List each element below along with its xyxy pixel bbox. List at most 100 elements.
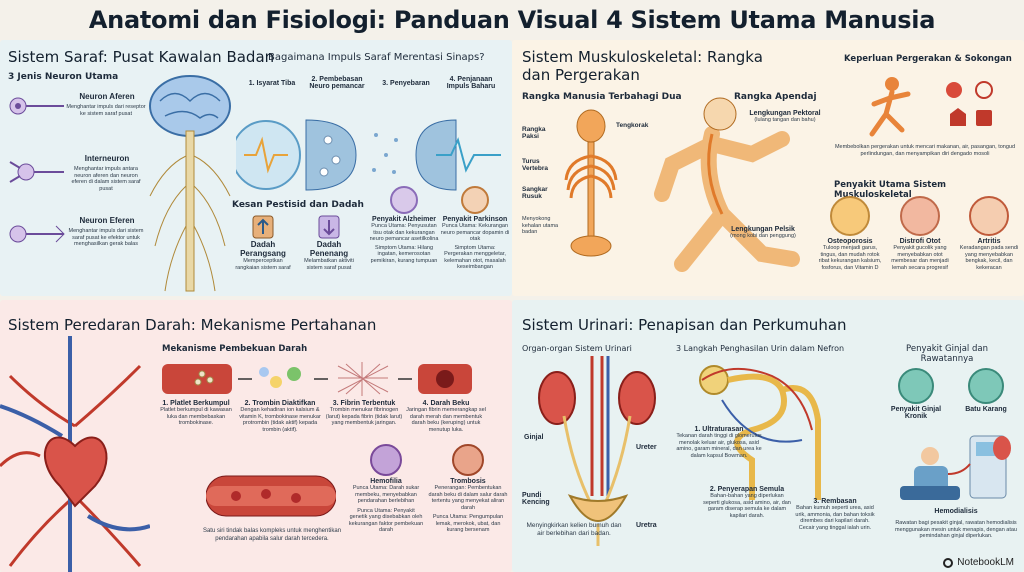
impuls-step: 1. Isyarat Tiba <box>248 80 296 87</box>
neuron-name: Neuron Eferen <box>79 216 135 225</box>
dadah-item: Dadah Perangsang Memperceptkan rangkaian… <box>232 214 294 271</box>
brain-icon <box>390 186 418 214</box>
penyakit-desc: Punca Utama: Kekurangan neuro pemancar d… <box>440 223 510 242</box>
nefron-step-desc: Bahan kumuh seperti urea, asid urik, amm… <box>795 505 875 531</box>
footer-brand: NotebookLM <box>943 557 1014 568</box>
neuron-heading: 3 Jenis Neuron Utama <box>8 72 119 82</box>
clotting-step: 3. Fibrin Terbentuk Trombin menukar fibr… <box>324 400 404 427</box>
darah-penyakit-item: Trombosis Penerangan: Pembentukan darah … <box>428 444 508 534</box>
notebooklm-logo-icon <box>943 557 954 568</box>
paksi-label: Turus Vertebra <box>522 158 549 172</box>
neuron-item: Interneuron Menghantar impuls antara neu… <box>6 154 146 216</box>
apendaj-name: Lengkungan Pektoral <box>749 110 821 117</box>
appendicular-skeleton-illustration <box>654 97 800 272</box>
brain-spinal-illustration <box>149 75 231 292</box>
muscle-icon <box>900 196 940 236</box>
musk-penyakit-item: Artritis Keradangan pada sendi yang meny… <box>956 196 1022 271</box>
darah-penyakit-cause: Punca Utama: Darah sukar membeku, menyeb… <box>352 485 420 504</box>
dadah-name: Dadah Penenang <box>309 240 349 258</box>
ginjal-heading: Penyakit Ginjal dan Rawatannya <box>906 344 988 364</box>
darah-penyakit-effect: Punca Utama: Pengumpulan lemak, merokok,… <box>432 514 504 533</box>
ginjal-item-name: Penyakit Ginjal Kronik <box>890 406 942 420</box>
ginjal-item-name: Batu Karang <box>965 406 1007 413</box>
interneuron-icon <box>9 161 64 183</box>
paksi-label: Rangka Paksi <box>522 126 546 140</box>
musk-penyakit-name: Distrofi Otot <box>899 238 941 245</box>
organ-label: Pundi Kencing <box>522 492 550 506</box>
musk-heading: Sistem Muskuloskeletal: Rangka dan Perge… <box>522 48 763 84</box>
apendaj-sub: (lulang tangan dan bahu) <box>754 117 816 123</box>
penyakit-simptom: Simptom Utama: Hilang ingatan, kemerosot… <box>370 244 438 264</box>
clotting-step-name: 2. Trombin Diaktifkan <box>244 400 316 407</box>
penyakit-desc: Punca Utama: Penyusutan tisu otak dan ke… <box>369 223 439 242</box>
darah-penyakit-item: Hemofilia Punca Utama: Darah sukar membe… <box>348 444 424 534</box>
penyakit-item: Penyakit Alzheimer Punca Utama: Penyusut… <box>368 186 440 264</box>
musk-penyakit-list: Osteoporosis Tuloop menjadi garus, tingu… <box>812 196 1024 296</box>
darah-penyakit-cause: Penerangan: Pembentukan darah beku di da… <box>428 485 508 511</box>
dadah-name: Dadah Perangsang <box>240 240 286 258</box>
musk-penyakit-heading: Penyakit Utama Sistem Muskuloskeletal <box>834 180 946 200</box>
neuron-desc: Menghantar impuls dari reseptor ke siste… <box>66 104 146 117</box>
page-title: Anatomi dan Fisiologi: Panduan Visual 4 … <box>88 6 936 34</box>
depressant-arrow-down-icon <box>318 215 340 239</box>
joint-icon <box>969 196 1009 236</box>
musk-penyakit-desc: Penyakit gucolik yang menyebabkan otot m… <box>891 245 949 271</box>
organ-desc: Menyingkirkan kelien bumuh dan air berle… <box>526 522 622 537</box>
keperluan-desc: Membebolkan pergerakan untuk mencari mak… <box>834 144 1016 157</box>
blood-vessel-illustration <box>206 475 336 517</box>
nefron-step-desc: Bahan-bahan yang diperlukan seperti gluk… <box>703 493 791 519</box>
brand-name: NotebookLM <box>957 557 1014 568</box>
clotting-steps-illustration <box>162 362 472 396</box>
saraf-panel: Sistem Saraf: Pusat Kawalan Badan 3 Jeni… <box>0 40 512 296</box>
impuls-step: 3. Penyebaran <box>382 80 430 87</box>
kidney-stone-icon <box>968 368 1004 404</box>
organ-label: Ureter <box>636 444 657 451</box>
kidney-icon <box>898 368 934 404</box>
clotting-step-name: 1. Platlet Berkumpul <box>162 400 230 407</box>
organ-label: Ginjal <box>524 434 544 441</box>
ginjal-item: Penyakit Ginjal Kronik <box>882 368 950 420</box>
hemodialisis-desc: Rawatan bagi pesakit ginjal, rawatan hem… <box>894 520 1017 539</box>
urinari-panel: Sistem Urinari: Penapisan dan Perkumuhan… <box>512 300 1024 572</box>
musk-penyakit-desc: Keradangan pada sendi yang menyebabkan b… <box>959 245 1019 271</box>
musk-penyakit-name: Artritis <box>977 238 1001 245</box>
impuls-step: 4. Penjanaan Impuls Baharu <box>446 76 496 90</box>
nephron-illustration <box>699 365 821 500</box>
rangka-heading: Rangka Manusia Terbahagi Dua <box>522 92 682 102</box>
penyakit-name: Penyakit Parkinson <box>442 216 508 223</box>
saraf-heading: Sistem Saraf: Pusat Kawalan Badan <box>8 48 275 66</box>
urinari-heading: Sistem Urinari: Penapisan dan Perkumuhan <box>522 316 847 334</box>
paksi-desc: Menyokong kehalan utama badan <box>522 216 559 235</box>
vessel-desc: Satu siri tindak balas kompleks untuk me… <box>202 528 342 542</box>
musk-penyakit-desc: Tuloop menjadi garus, tingus, dan mudah … <box>818 245 882 271</box>
ginjal-item: Batu Karang <box>952 368 1020 413</box>
darah-penyakit-effect: Punca Utama: Penyakit genetik yang diseb… <box>348 507 424 534</box>
clot-vessel-icon <box>452 444 484 476</box>
clotting-step: 2. Trombin Diaktifkan Dengan kehadiran i… <box>238 400 322 433</box>
neuron-aferen-icon <box>9 97 64 115</box>
neuron-name: Interneuron <box>84 154 130 163</box>
darah-panel: Sistem Peredaran Darah: Mekanisme Pertah… <box>0 300 512 572</box>
keperluan-icons <box>869 77 993 137</box>
neuron-item: Neuron Eferen Menghantar impuls dari sis… <box>6 216 146 278</box>
nefron-step-name: 3. Rembasan <box>813 498 857 505</box>
dadah-list: Dadah Perangsang Memperceptkan rangkaian… <box>232 214 362 294</box>
clotting-steps: 1. Platlet Berkumpul Platlet berkumpul d… <box>156 400 486 460</box>
pembekuan-heading: Mekanisme Pembekuan Darah <box>162 344 308 354</box>
clotting-step-desc: Jaringan fibrin memerangkap sel darah me… <box>406 407 486 433</box>
synapse-illustration <box>236 119 501 191</box>
heart-vessels-illustration <box>0 336 150 572</box>
nefron-step: 2. Penyerapan Semula Bahan-bahan yang di… <box>702 486 792 519</box>
musk-panel: Sistem Muskuloskeletal: Rangka dan Perge… <box>512 40 1024 296</box>
penyakit-simptom: Simptom Utama: Pergerakan menggeletar, k… <box>444 244 506 271</box>
clotting-step-desc: Platlet berkumpul di kawasan luka dan me… <box>160 407 232 426</box>
penyakit-item: Penyakit Parkinson Punca Utama: Kekurang… <box>440 186 510 271</box>
organ-label: Uretra <box>636 522 657 529</box>
musk-penyakit-item: Osteoporosis Tuloop menjadi garus, tingu… <box>816 196 884 271</box>
apendaj-label: Lengkungan Pektoral (lulang tangan dan b… <box>740 110 830 124</box>
apendaj-label: Lengkungan Pelsik (mong kobi dan penggun… <box>718 226 808 240</box>
paksi-label: Sangkar Rusuk <box>522 186 548 200</box>
nefron-step: 1. Ultraturasan Tekanan darah tinggi di … <box>674 426 764 459</box>
darah-penyakit-name: Hemofilia <box>370 478 402 485</box>
apendaj-heading: Rangka Apendaj <box>734 92 817 102</box>
